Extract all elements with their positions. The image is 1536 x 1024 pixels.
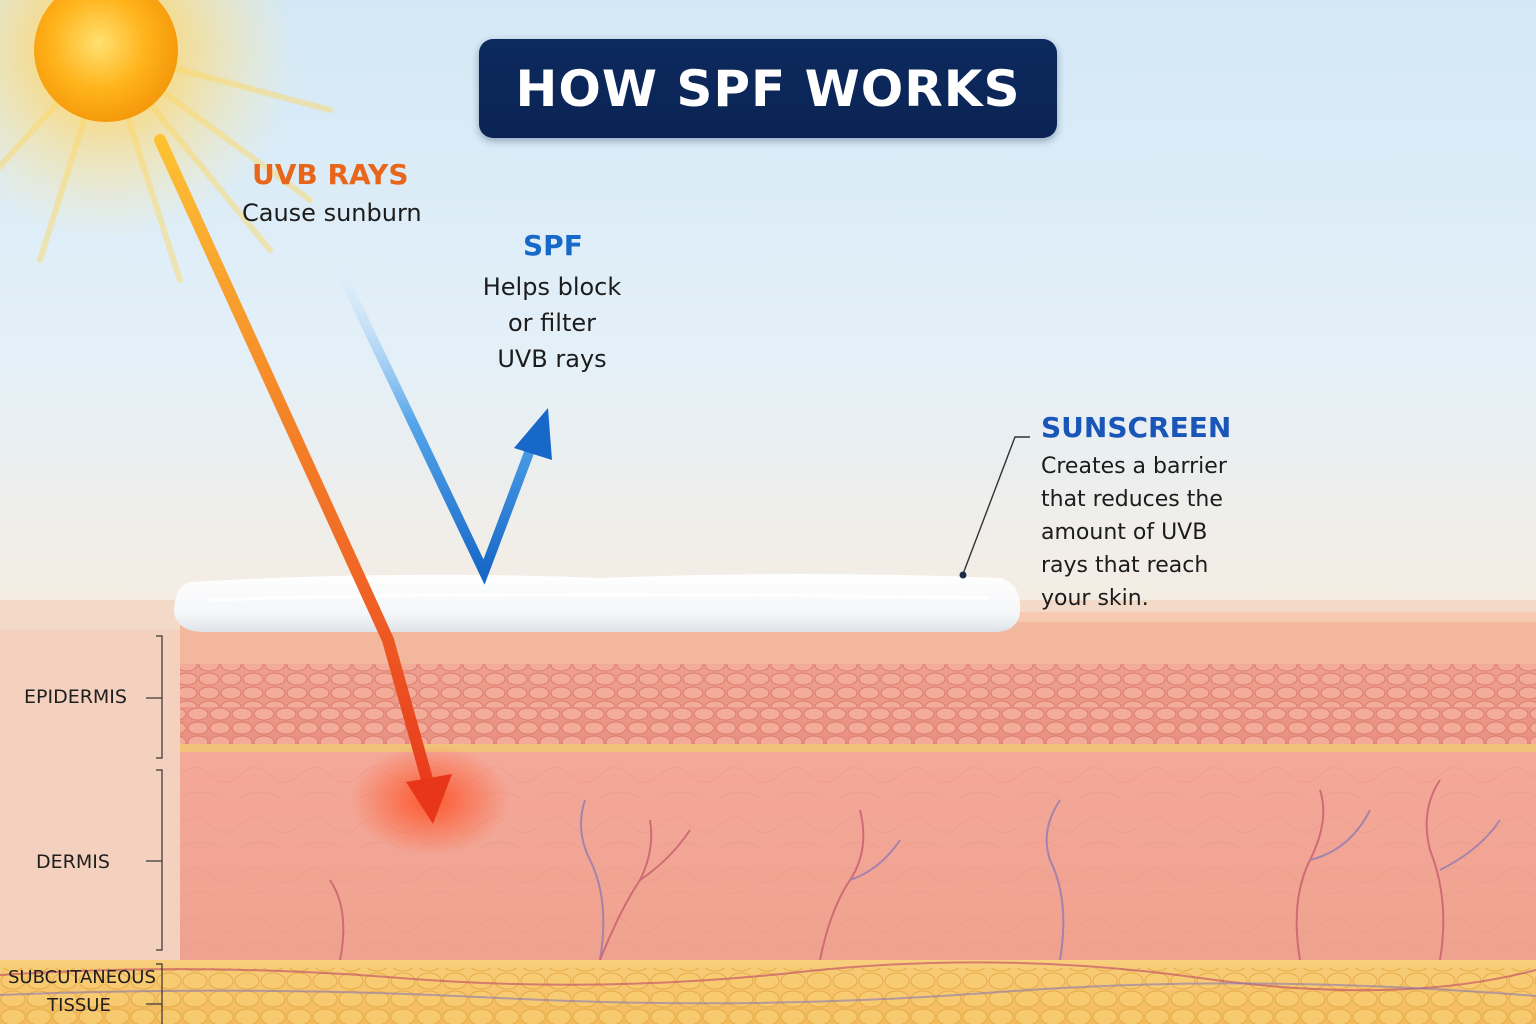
dermis-label: DERMIS <box>36 851 110 873</box>
uvb-title: UVB RAYS <box>252 158 409 191</box>
layer-brackets <box>146 635 163 1024</box>
spf-reflect-arrow <box>335 265 552 585</box>
sunscreen-description-line: Creates a barrier <box>1041 454 1227 479</box>
spf-title: SPF <box>523 229 583 262</box>
sunscreen-description-line: amount of UVB <box>1041 520 1208 545</box>
page-title: HOW SPF WORKS <box>515 59 1021 118</box>
spf-description-line: Helps block <box>482 273 622 301</box>
uvb-description: Cause sunburn <box>242 199 422 227</box>
spf-description-line: or filter <box>507 309 596 337</box>
spf-description: Helps block or filter UVB rays <box>472 269 632 377</box>
spf-description-line: UVB rays <box>497 345 607 373</box>
sunscreen-title: SUNSCREEN <box>1041 411 1232 444</box>
sunscreen-leader-line <box>959 436 1030 579</box>
subcutaneous-layer <box>0 960 1536 1024</box>
subcutaneous-label: SUBCUTANEOUS TISSUE <box>8 964 156 1020</box>
sunscreen-description-line: rays that reach <box>1041 553 1209 578</box>
uvb-ray-arrow <box>154 134 452 824</box>
sunscreen-description-line: that reduces the <box>1041 487 1223 512</box>
epidermis-label: EPIDERMIS <box>24 686 127 708</box>
sunscreen-description: Creates a barrier that reduces the amoun… <box>1041 450 1251 615</box>
title-banner: HOW SPF WORKS <box>479 39 1057 138</box>
sunscreen-layer <box>174 574 1021 632</box>
sunscreen-description-line: your skin. <box>1041 586 1149 611</box>
subcutaneous-label-line: SUBCUTANEOUS <box>8 967 156 988</box>
epidermis-layer <box>180 664 1536 752</box>
subcutaneous-label-line: TISSUE <box>47 995 111 1016</box>
sun-icon <box>0 0 333 283</box>
